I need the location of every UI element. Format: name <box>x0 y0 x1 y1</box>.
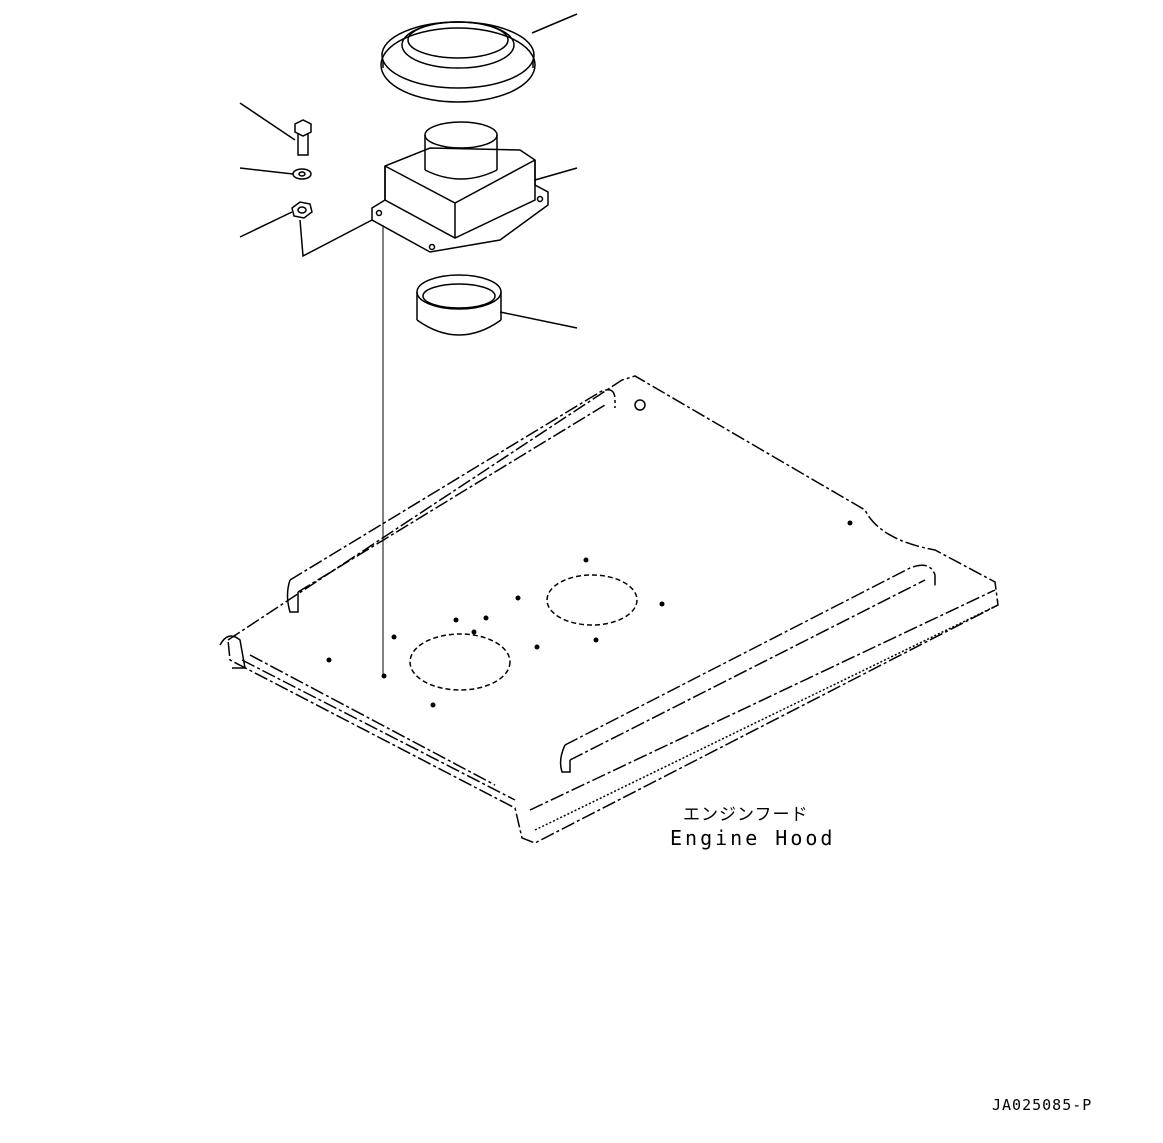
engine-hood-label-english: Engine Hood <box>670 826 836 850</box>
washer-part <box>292 168 312 180</box>
leader-line-nut <box>239 211 293 238</box>
nut-part <box>291 201 313 219</box>
engine-hood-label-japanese: エンジンフード <box>683 805 809 825</box>
bolt-part <box>294 119 312 156</box>
cap-part <box>380 21 536 103</box>
leader-line-washer <box>239 167 294 175</box>
ring-part <box>416 274 502 336</box>
drawing-code: JA025085-P <box>992 1096 1093 1114</box>
engine-hood-part <box>219 375 999 844</box>
leader-line-ring <box>499 311 578 329</box>
duct-box-part <box>371 121 549 253</box>
leader-line-cap <box>531 13 578 34</box>
mounting-indicator-line <box>299 219 373 258</box>
leader-line-bolt <box>239 102 296 141</box>
leader-line-duct <box>534 167 578 181</box>
